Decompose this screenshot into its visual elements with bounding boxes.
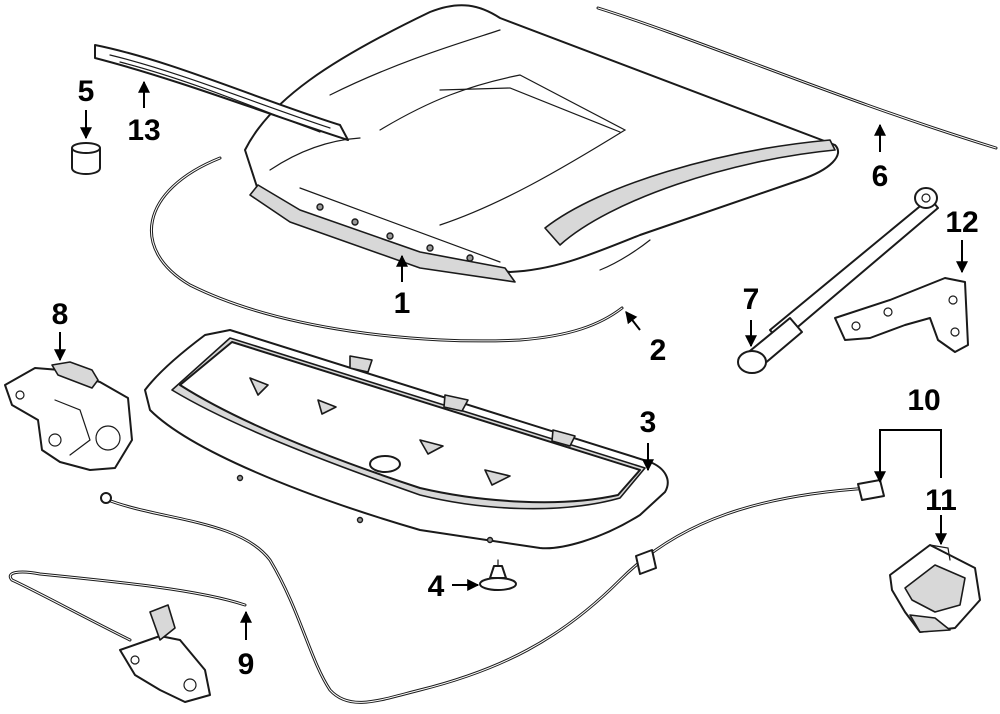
callout-3: 3 (640, 406, 657, 439)
callout-13: 13 (127, 114, 160, 147)
cowl-seal[interactable] (94, 44, 349, 141)
callout-10: 10 (907, 384, 940, 417)
hood-hinge[interactable] (834, 277, 969, 353)
secondary-latch-cable[interactable] (8, 570, 247, 703)
release-cable[interactable] (100, 479, 885, 704)
callout-12: 12 (945, 206, 978, 239)
rear-weatherstrip[interactable] (596, 6, 998, 150)
callout-8: 8 (52, 298, 69, 331)
push-pin-retainer[interactable] (479, 559, 517, 591)
release-handle[interactable] (889, 544, 981, 633)
leader-lines (54, 80, 968, 640)
callout-9: 9 (238, 648, 255, 681)
callout-2: 2 (650, 334, 667, 367)
hood-insulator[interactable] (144, 329, 669, 550)
callout-labels: 1 2 3 4 5 6 7 8 9 10 11 12 13 (52, 75, 979, 681)
hood-latch[interactable] (4, 361, 133, 471)
hood-seal[interactable] (150, 156, 624, 343)
callout-4: 4 (428, 570, 445, 603)
callout-1: 1 (394, 287, 411, 320)
bumper-stop[interactable] (71, 142, 101, 175)
callout-6: 6 (872, 160, 889, 193)
lift-support[interactable] (737, 187, 939, 374)
callout-7: 7 (743, 283, 760, 316)
hood-panel[interactable] (244, 4, 840, 283)
callout-5: 5 (78, 75, 95, 108)
callout-11: 11 (925, 484, 957, 517)
